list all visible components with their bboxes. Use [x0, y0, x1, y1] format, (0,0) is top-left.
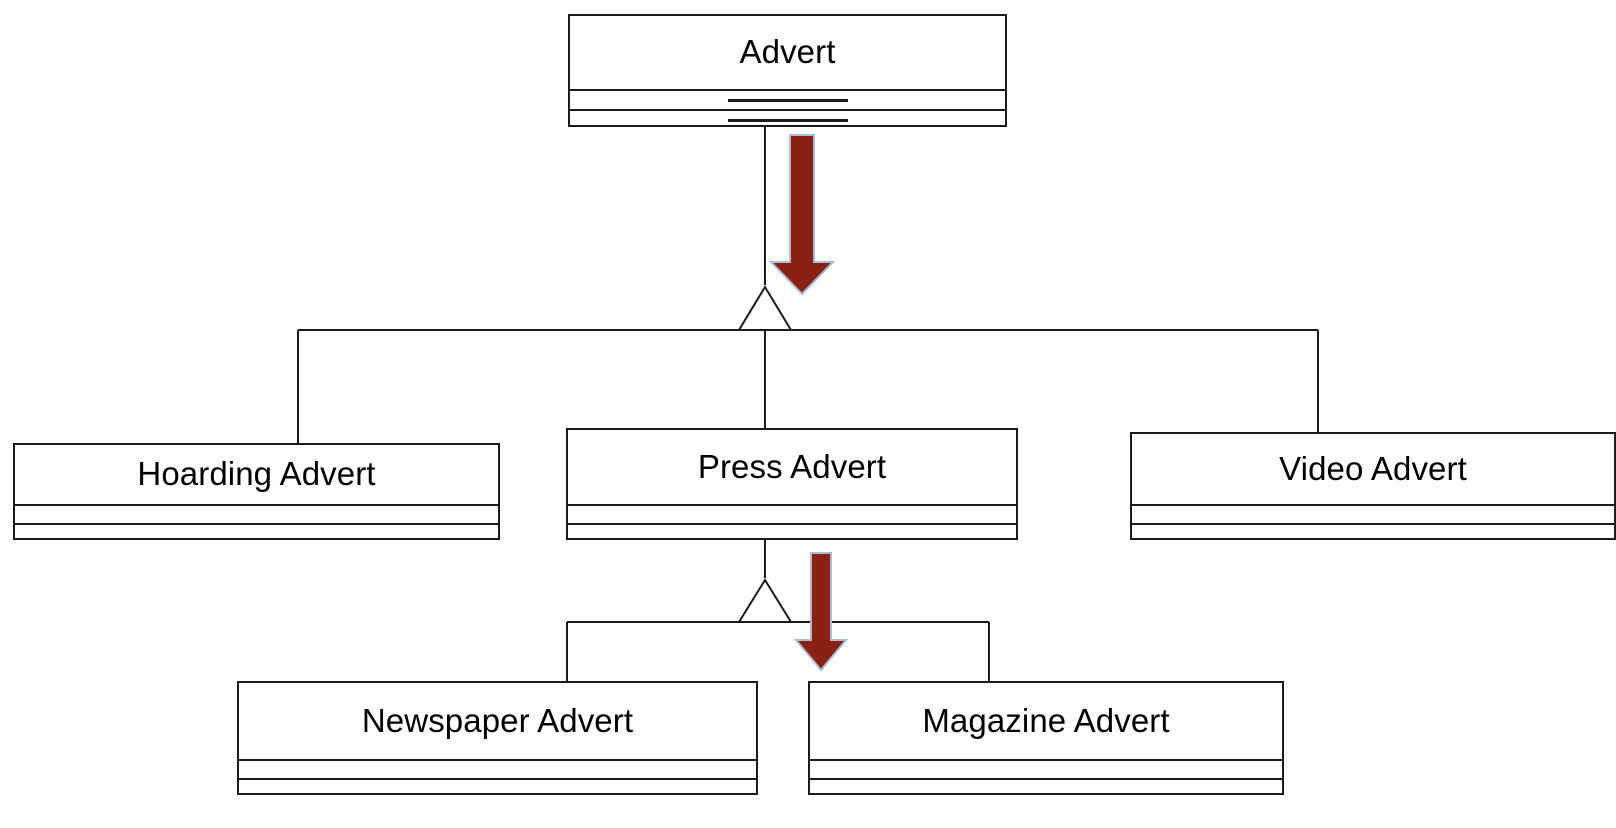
class-compartment: [1132, 523, 1614, 542]
annotation-arrow-press: [793, 552, 849, 672]
generalization-stem: [764, 127, 766, 285]
class-compartment: [810, 759, 1282, 778]
class-compartment: [568, 523, 1016, 542]
class-compartment: [15, 504, 498, 523]
class-name-press-advert: Press Advert: [697, 447, 887, 485]
class-box-magazine-advert[interactable]: Magazine Advert: [808, 681, 1284, 795]
class-box-advert[interactable]: Advert: [568, 14, 1007, 127]
class-compartment: [239, 778, 756, 797]
generalization-drop: [297, 330, 299, 443]
class-compartment: [1132, 504, 1614, 523]
class-compartment: [810, 778, 1282, 797]
generalization-stem: [764, 540, 766, 578]
class-compartment: [570, 109, 1005, 129]
class-compartment: [568, 504, 1016, 523]
generalization-bus: [298, 329, 1318, 331]
generalization-drop: [988, 622, 990, 681]
class-box-hoarding-advert[interactable]: Hoarding Advert: [13, 443, 500, 540]
class-name-video-advert: Video Advert: [1279, 449, 1467, 487]
class-box-video-advert[interactable]: Video Advert: [1130, 432, 1616, 540]
class-name-hoarding-advert: Hoarding Advert: [137, 455, 376, 492]
class-name-advert: Advert: [739, 33, 836, 70]
class-name-magazine-advert: Magazine Advert: [922, 701, 1170, 739]
generalization-drop: [1317, 330, 1319, 432]
class-compartment: [15, 523, 498, 542]
generalization-drop: [566, 622, 568, 681]
class-compartment: [239, 759, 756, 778]
generalization-drop: [764, 330, 766, 428]
generalization-bus: [567, 621, 989, 623]
class-compartment: [570, 89, 1005, 109]
generalization-triangle: [737, 578, 793, 623]
class-box-newspaper-advert[interactable]: Newspaper Advert: [237, 681, 758, 795]
redacted-member-rule: [727, 98, 848, 102]
annotation-arrow-advert: [768, 134, 836, 296]
redacted-member-rule: [727, 118, 848, 122]
class-name-newspaper-advert: Newspaper Advert: [361, 701, 634, 739]
class-box-press-advert[interactable]: Press Advert: [566, 428, 1018, 540]
